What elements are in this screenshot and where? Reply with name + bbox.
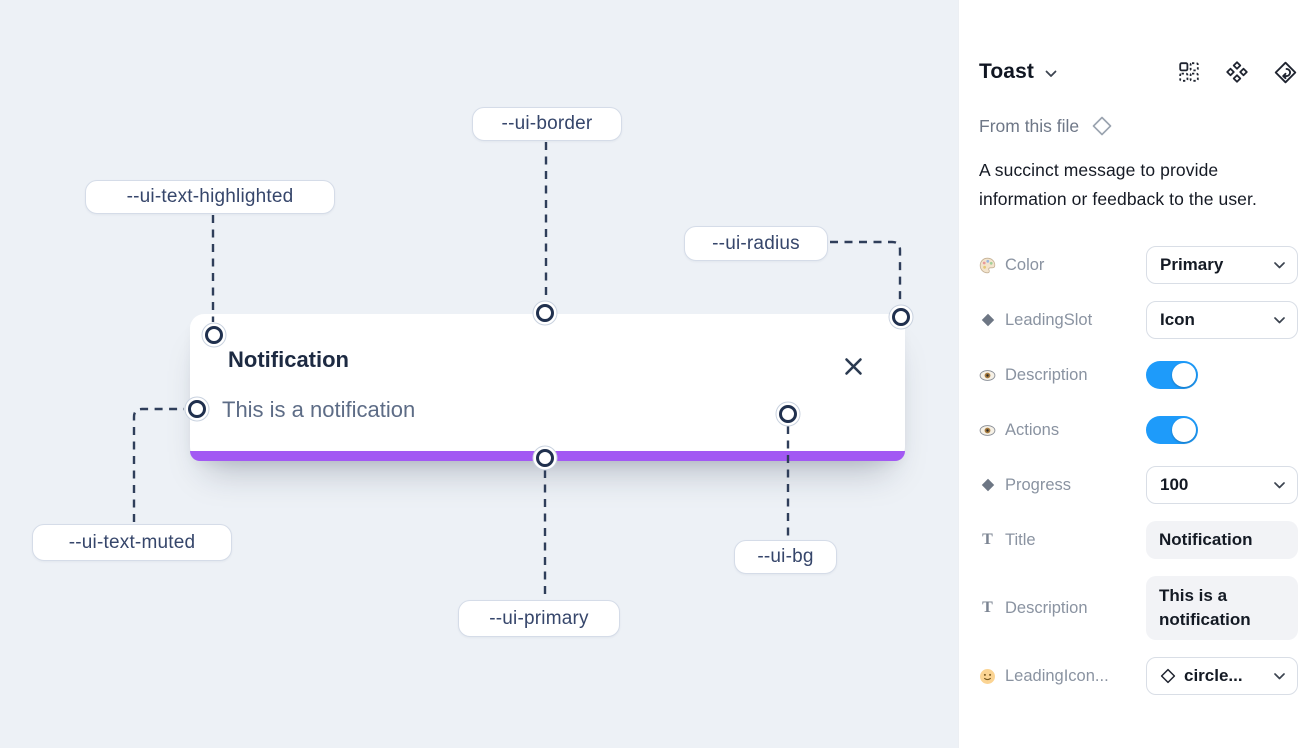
progress-value: 100	[1160, 475, 1189, 494]
variable-pill-ui-bg[interactable]: --ui-bg	[734, 540, 837, 574]
palette-icon	[979, 257, 996, 274]
prop-row-actions-toggle: Actions	[979, 411, 1298, 449]
toast-title: Notification	[228, 347, 349, 372]
close-icon	[845, 358, 862, 375]
description-toggle[interactable]	[1146, 361, 1198, 389]
actions-toggle[interactable]	[1146, 416, 1198, 444]
variable-pill-ui-primary[interactable]: --ui-primary	[458, 600, 620, 637]
prop-row-description-toggle: Description	[979, 356, 1298, 394]
wire-ui-radius	[830, 240, 902, 304]
chevron-down-icon	[1274, 316, 1285, 323]
prop-label-leadingslot: LeadingSlot	[1005, 310, 1093, 329]
title-textfield[interactable]: Notification	[1146, 521, 1298, 559]
toast-progress-bar	[190, 451, 905, 461]
prop-label-progress: Progress	[1005, 475, 1072, 494]
prop-label-description: Description	[1005, 365, 1088, 384]
chevron-down-icon	[1274, 672, 1285, 679]
leadingslot-value: Icon	[1160, 310, 1195, 329]
chevron-down-icon[interactable]	[1045, 70, 1057, 78]
eye-icon	[979, 367, 996, 384]
toast-description: This is a notification	[222, 397, 416, 422]
toggle-knob	[1172, 418, 1196, 442]
text-icon: T	[982, 531, 993, 548]
properties-panel: Toast	[958, 0, 1312, 748]
wire-ui-text-muted	[132, 407, 184, 522]
chevron-down-icon	[1274, 481, 1285, 488]
prop-row-color: Color Primary	[979, 246, 1298, 284]
story-diamond-icon[interactable]	[1272, 59, 1298, 85]
component-set-icon[interactable]	[1224, 59, 1250, 85]
variable-pill-ui-text-muted[interactable]: --ui-text-muted	[32, 524, 232, 561]
prop-row-leadingslot: LeadingSlot Icon	[979, 301, 1298, 339]
chevron-down-icon	[1274, 261, 1285, 268]
eye-icon	[979, 422, 996, 439]
source-row: From this file	[979, 112, 1298, 140]
title-value: Notification	[1159, 530, 1253, 549]
leadingicon-value: circle...	[1184, 666, 1243, 685]
diamond-icon	[979, 477, 996, 494]
component-description: A succinct message to provide informatio…	[979, 160, 1257, 209]
variable-pill-ui-radius[interactable]: --ui-radius	[684, 226, 828, 261]
diamond-outline-icon	[1160, 668, 1176, 684]
panel-header: Toast	[979, 58, 1298, 86]
prop-label-title: Title	[1005, 530, 1036, 549]
diamond-icon	[979, 312, 996, 329]
prop-row-leadingicon: LeadingIcon... circle...	[979, 657, 1298, 695]
smiley-icon	[979, 668, 996, 685]
toast-component[interactable]: Notification This is a notification	[190, 314, 905, 461]
diamond-outline-icon	[1092, 116, 1112, 136]
instance-grid-icon[interactable]	[1176, 59, 1202, 85]
design-canvas[interactable]: Notification This is a notification --ui…	[0, 0, 958, 748]
prop-row-title: T Title Notification	[979, 521, 1298, 559]
toggle-knob	[1172, 363, 1196, 387]
progress-dropdown[interactable]: 100	[1146, 466, 1298, 504]
prop-row-description-text: T Description This is a notification	[979, 576, 1298, 640]
text-icon: T	[982, 599, 993, 616]
description-value: This is a notification	[1159, 586, 1251, 629]
prop-label-color: Color	[1005, 255, 1045, 274]
toast-close-button[interactable]	[842, 355, 865, 378]
description-textfield[interactable]: This is a notification	[1146, 576, 1298, 640]
color-dropdown[interactable]: Primary	[1146, 246, 1298, 284]
prop-label-description-text: Description	[1005, 598, 1088, 617]
variable-pill-ui-border[interactable]: --ui-border	[472, 107, 622, 141]
leadingicon-dropdown[interactable]: circle...	[1146, 657, 1298, 695]
prop-row-progress: Progress 100	[979, 466, 1298, 504]
variable-pill-ui-text-highlighted[interactable]: --ui-text-highlighted	[85, 180, 335, 214]
property-list: Color Primary LeadingSlot Icon	[979, 246, 1298, 695]
source-label: From this file	[979, 115, 1080, 136]
prop-label-leadingicon: LeadingIcon...	[1005, 666, 1109, 685]
color-value: Primary	[1160, 255, 1224, 274]
leadingslot-dropdown[interactable]: Icon	[1146, 301, 1298, 339]
prop-label-actions: Actions	[1005, 420, 1060, 439]
component-name[interactable]: Toast	[979, 60, 1034, 83]
